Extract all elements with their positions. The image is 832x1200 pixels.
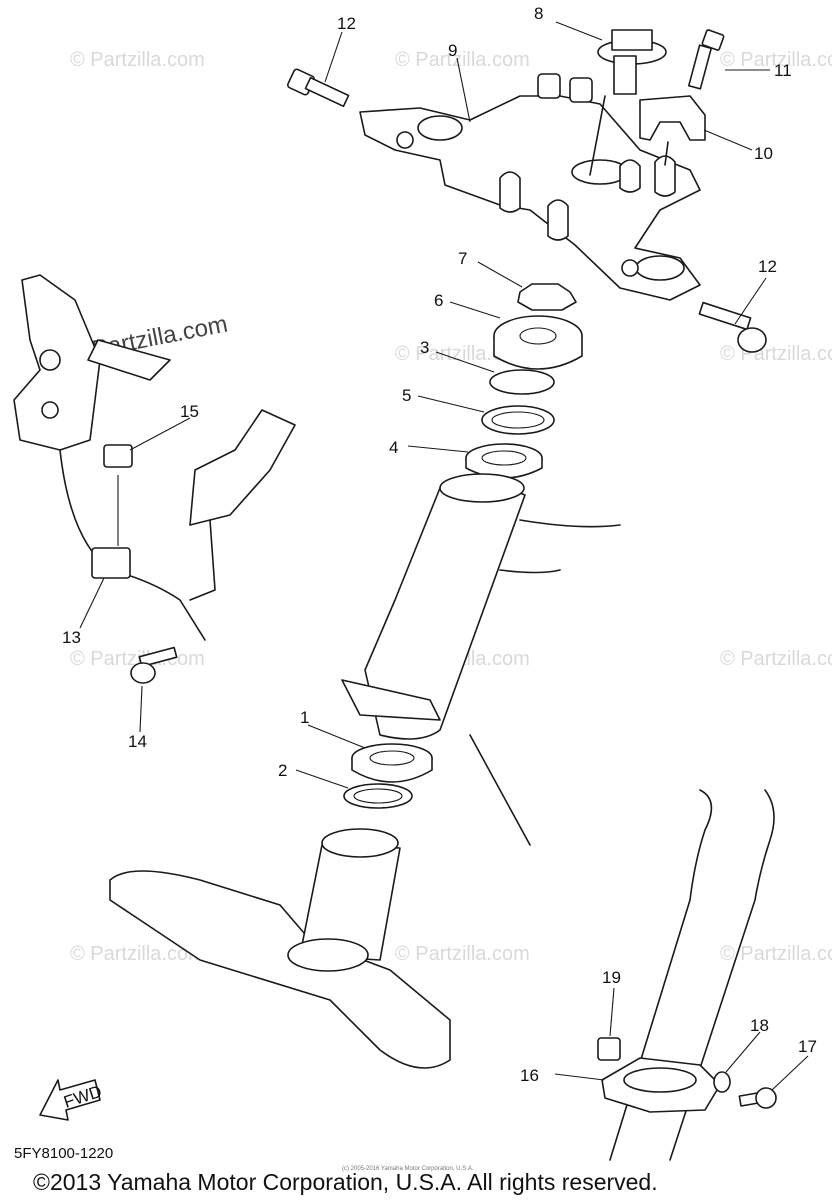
callout-14: 14 xyxy=(128,732,147,751)
watermark: © Partzilla.com xyxy=(395,49,530,71)
callout-4: 4 xyxy=(389,438,398,457)
diagram-code: 5FY8100-1220 xyxy=(14,1145,113,1162)
left-bracket xyxy=(13,274,296,684)
callout-18: 18 xyxy=(750,1016,769,1035)
callout-17: 17 xyxy=(798,1037,817,1056)
stack-lower xyxy=(343,743,433,809)
watermark: © Partzilla.com xyxy=(720,49,832,71)
callout-13: 13 xyxy=(62,628,81,647)
callout-6: 6 xyxy=(434,291,443,310)
bolt-12-top xyxy=(286,68,350,108)
bolt-11 xyxy=(687,29,725,90)
fork-assembly xyxy=(597,789,777,1161)
callout-12-top: 12 xyxy=(337,14,356,33)
stack-upper xyxy=(465,283,583,479)
callout-5: 5 xyxy=(402,386,411,405)
fwd-label: FWD xyxy=(61,1082,104,1112)
callout-16: 16 xyxy=(520,1066,539,1085)
watermark: © Partzilla.com xyxy=(720,343,832,365)
lower-bracket xyxy=(109,828,451,1069)
callout-11: 11 xyxy=(774,61,792,80)
watermark: © Partzilla.com xyxy=(395,943,530,965)
callout-9: 9 xyxy=(448,41,457,60)
copyright: ©2013 Yamaha Motor Corporation, U.S.A. A… xyxy=(33,1169,658,1195)
callout-12-right: 12 xyxy=(758,257,777,276)
upper-bracket xyxy=(359,73,701,301)
callout-7: 7 xyxy=(458,249,467,268)
fwd-arrow: FWD xyxy=(39,1079,104,1121)
callout-2: 2 xyxy=(278,761,287,780)
watermark: © Partzilla.com xyxy=(720,648,832,670)
watermark: © Partzilla.com xyxy=(720,943,832,965)
small-print: (c) 2005-2016 Yamaha Motor Corporation, … xyxy=(342,1166,474,1172)
watermark: © Partzilla.com xyxy=(70,49,205,71)
callout-3: 3 xyxy=(420,338,429,357)
callout-10: 10 xyxy=(754,144,773,163)
bolt-12-right xyxy=(698,301,767,353)
head-pipe xyxy=(341,473,621,846)
bolt-8 xyxy=(589,29,667,176)
callout-8: 8 xyxy=(534,4,543,23)
callout-15: 15 xyxy=(180,402,199,421)
leader-lines xyxy=(79,21,809,1091)
callouts: 1 2 3 4 5 6 7 8 9 10 11 12 12 13 14 15 1… xyxy=(62,4,817,1085)
callout-19: 19 xyxy=(602,968,621,987)
cap-10 xyxy=(639,95,706,141)
watermark: © Partzilla.com xyxy=(70,943,205,965)
callout-1: 1 xyxy=(300,708,309,727)
